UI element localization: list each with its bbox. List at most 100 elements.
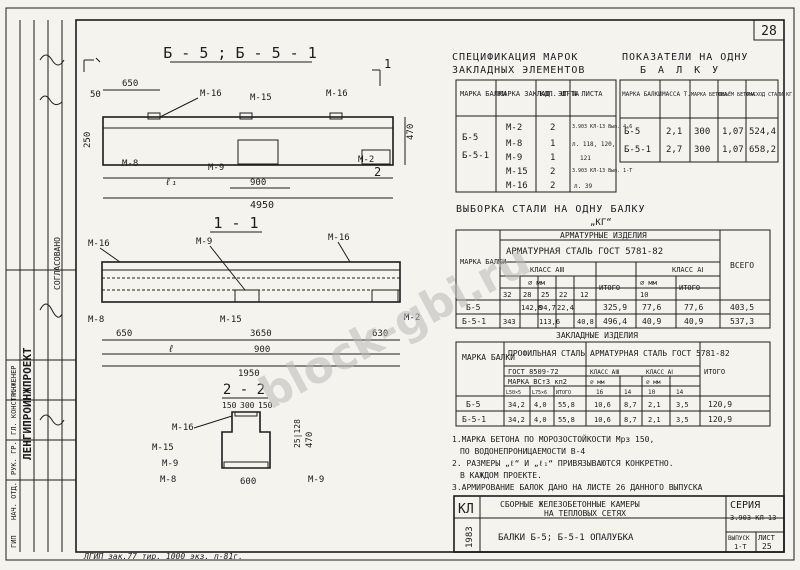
beam-section-11: [101, 261, 401, 303]
spec-h-qty: КОЛ. ШТ: [540, 90, 570, 98]
emb-h-c3: КЛАСС АⅢ: [590, 369, 619, 376]
note-2b: В КАЖДОМ ПРОЕКТЕ.: [460, 471, 542, 480]
section-mark-left: [83, 57, 101, 72]
tb-issue-value: 1-Т: [734, 543, 747, 551]
sec11-dim-3650: 3650: [250, 329, 272, 339]
steel-h-all: ВСЕГО: [730, 261, 754, 270]
tb-year: 1983: [465, 526, 475, 548]
sec11-mark-m8: М-8: [88, 315, 104, 325]
steel-cell: 142,8: [521, 304, 542, 312]
sec22-dim-150: 150: [222, 401, 237, 410]
spec-cell: л. 39: [574, 183, 592, 190]
mark-m15: М-15: [250, 93, 272, 103]
role-2: ГЛ. КОНСТР.: [10, 389, 18, 435]
emb-cell: 4,0: [534, 416, 547, 424]
ind-h3: ОБЪЁМ БЕТОНА: [719, 91, 755, 98]
note-3: 3.АРМИРОВАНИЕ БАЛОК ДАНО НА ЛИСТЕ 26 ДАН…: [452, 483, 703, 492]
steel-dia: 32: [503, 291, 511, 299]
emb-h-d2: ⌀ мм: [646, 379, 661, 386]
spec-h-emb: МАРКА ЗАКЛАД. ЭЛ-ТА: [499, 90, 580, 98]
steel-dia: 25: [541, 291, 549, 299]
role-1: ИНЖЕНЕР: [10, 365, 18, 395]
role-4: НАЧ. ОТД.: [10, 482, 18, 520]
steel-cell: Б-5-1: [462, 317, 486, 326]
inner-frame: [75, 19, 785, 553]
emb-cell: 120,9: [708, 400, 732, 409]
ind-cell: 300: [694, 145, 710, 155]
emb-cell: 34,2: [508, 401, 525, 409]
steel-rows: Б-5 142,8 94,7 22,4 325,9 77,6 77,6 403,…: [462, 303, 754, 326]
sec22-mark-m16: М-16: [172, 423, 194, 433]
sec11-dim-l: ℓ: [168, 344, 174, 355]
emb-cell: 34,2: [508, 416, 525, 424]
steel-h-dia1: ⌀ мм: [640, 279, 658, 287]
steel-h-mark: МАРКА БАЛКИ: [460, 258, 506, 266]
ind-cell: 300: [694, 127, 710, 137]
mark-m16-right: М-16: [326, 89, 348, 99]
emb-h-mk: МАРКА ВСт3 кп2: [508, 378, 567, 386]
ind-subtitle: Б А Л К У: [640, 65, 721, 76]
note-2: 2. РАЗМЕРЫ „ℓ“ И „ℓ₁“ ПРИВЯЗЫВАЮТСЯ КОНК…: [452, 459, 674, 468]
spec-rows: М-2 2 3.903 КЛ-13 Вып. 4-6 М-8 1 л. 118,…: [506, 123, 632, 191]
emb-cell: 8,7: [624, 416, 637, 424]
role-5: ГИП: [10, 535, 18, 548]
emb-cell: Б-5-1: [462, 415, 486, 424]
mark-m8: М-8: [122, 159, 138, 169]
steel-cell: Б-5: [466, 303, 481, 312]
emb-cell: 4,0: [534, 401, 547, 409]
dim-4950: 4950: [250, 200, 274, 211]
leader: [159, 97, 199, 118]
emb-rows: Б-5 34,2 4,0 55,8 10,6 8,7 2,1 3,5 120,9…: [462, 400, 732, 424]
ind-cell: 2,7: [666, 145, 682, 155]
embed-m16: [147, 112, 161, 120]
tb-line2: НА ТЕПЛОВЫХ СЕТЯХ: [544, 509, 626, 518]
steel-cell: 40,8: [577, 318, 594, 326]
steel-cell: 77,6: [684, 303, 703, 312]
print-footer: ЛГИП зак.77 тир. 1000 экз. п-81г.: [83, 552, 243, 561]
agreed-label: СОГЛАСОВАНО: [53, 237, 62, 290]
sec11-dim-650: 650: [116, 329, 132, 339]
ind-cell: Б-5-1: [624, 145, 651, 155]
dim-250: 250: [83, 132, 93, 148]
tb-series-value: 3.903 КЛ-13: [730, 514, 776, 522]
emb-sub: 10: [648, 389, 656, 396]
ind-h0: МАРКА БАЛКИ: [622, 91, 662, 98]
spec-title: СПЕЦИФИКАЦИЯ МАРОК: [452, 52, 578, 63]
spec-cell: 2: [550, 123, 555, 133]
spec-cell: 3.903 КЛ-13 Вып. 4-6: [572, 124, 632, 130]
ind-h2: МАРКА БЕТОНА: [691, 92, 727, 98]
dim-900: 900: [250, 178, 266, 188]
embed-m15: [239, 112, 253, 120]
tb-line3: БАЛКИ Б-5; Б-5-1 ОПАЛУБКА: [498, 533, 634, 543]
steel-dia: 28: [523, 291, 531, 299]
section-mark-2: 2: [374, 165, 381, 179]
tb-kl: КЛ: [458, 502, 474, 517]
steel-cell: 77,6: [642, 303, 661, 312]
emb-cell: 2,1: [648, 401, 661, 409]
spec-cell: 2: [550, 181, 555, 191]
steel-cell: 40,9: [684, 317, 703, 326]
spec-cell: 1: [550, 139, 555, 149]
beam-elevation: [102, 116, 394, 166]
steel-cell: 40,9: [642, 317, 661, 326]
spec-beam-1: Б-5: [462, 133, 478, 143]
title-block: [453, 495, 785, 553]
steel-table: [455, 229, 771, 329]
steel-h-dia: ⌀ мм: [528, 279, 546, 287]
mark-m2: М-2: [358, 155, 374, 165]
note-1b: ПО ВОДОНЕПРОНИЦАЕМОСТИ В-4: [460, 447, 585, 456]
emb-sub: L50×5: [506, 390, 521, 396]
spec-subtitle: ЗАКЛАДНЫХ ЭЛЕМЕНТОВ: [452, 65, 585, 76]
org-name: ЛЕНГИПРОИНЖПРОЕКТ: [21, 347, 34, 460]
steel-cell: 343: [503, 318, 516, 326]
note-1: 1.МАРКА БЕТОНА ПО МОРОЗОСТОЙКОСТИ Мрз 15…: [452, 433, 654, 444]
steel-dia: 12: [580, 291, 588, 299]
spec-cell: М-2: [506, 123, 522, 133]
tb-issue-label: ВЫПУСК: [728, 535, 750, 542]
spec-h-sheet: № ЛИСТА: [572, 90, 603, 98]
sec22-dim-150b: 150: [258, 401, 273, 410]
sec11-mark-m15: М-15: [220, 315, 242, 325]
steel-cell: 113,6: [539, 318, 560, 326]
spec-cell: М-16: [506, 181, 528, 191]
emb-h-mark: МАРКА БАЛКИ: [462, 353, 515, 362]
